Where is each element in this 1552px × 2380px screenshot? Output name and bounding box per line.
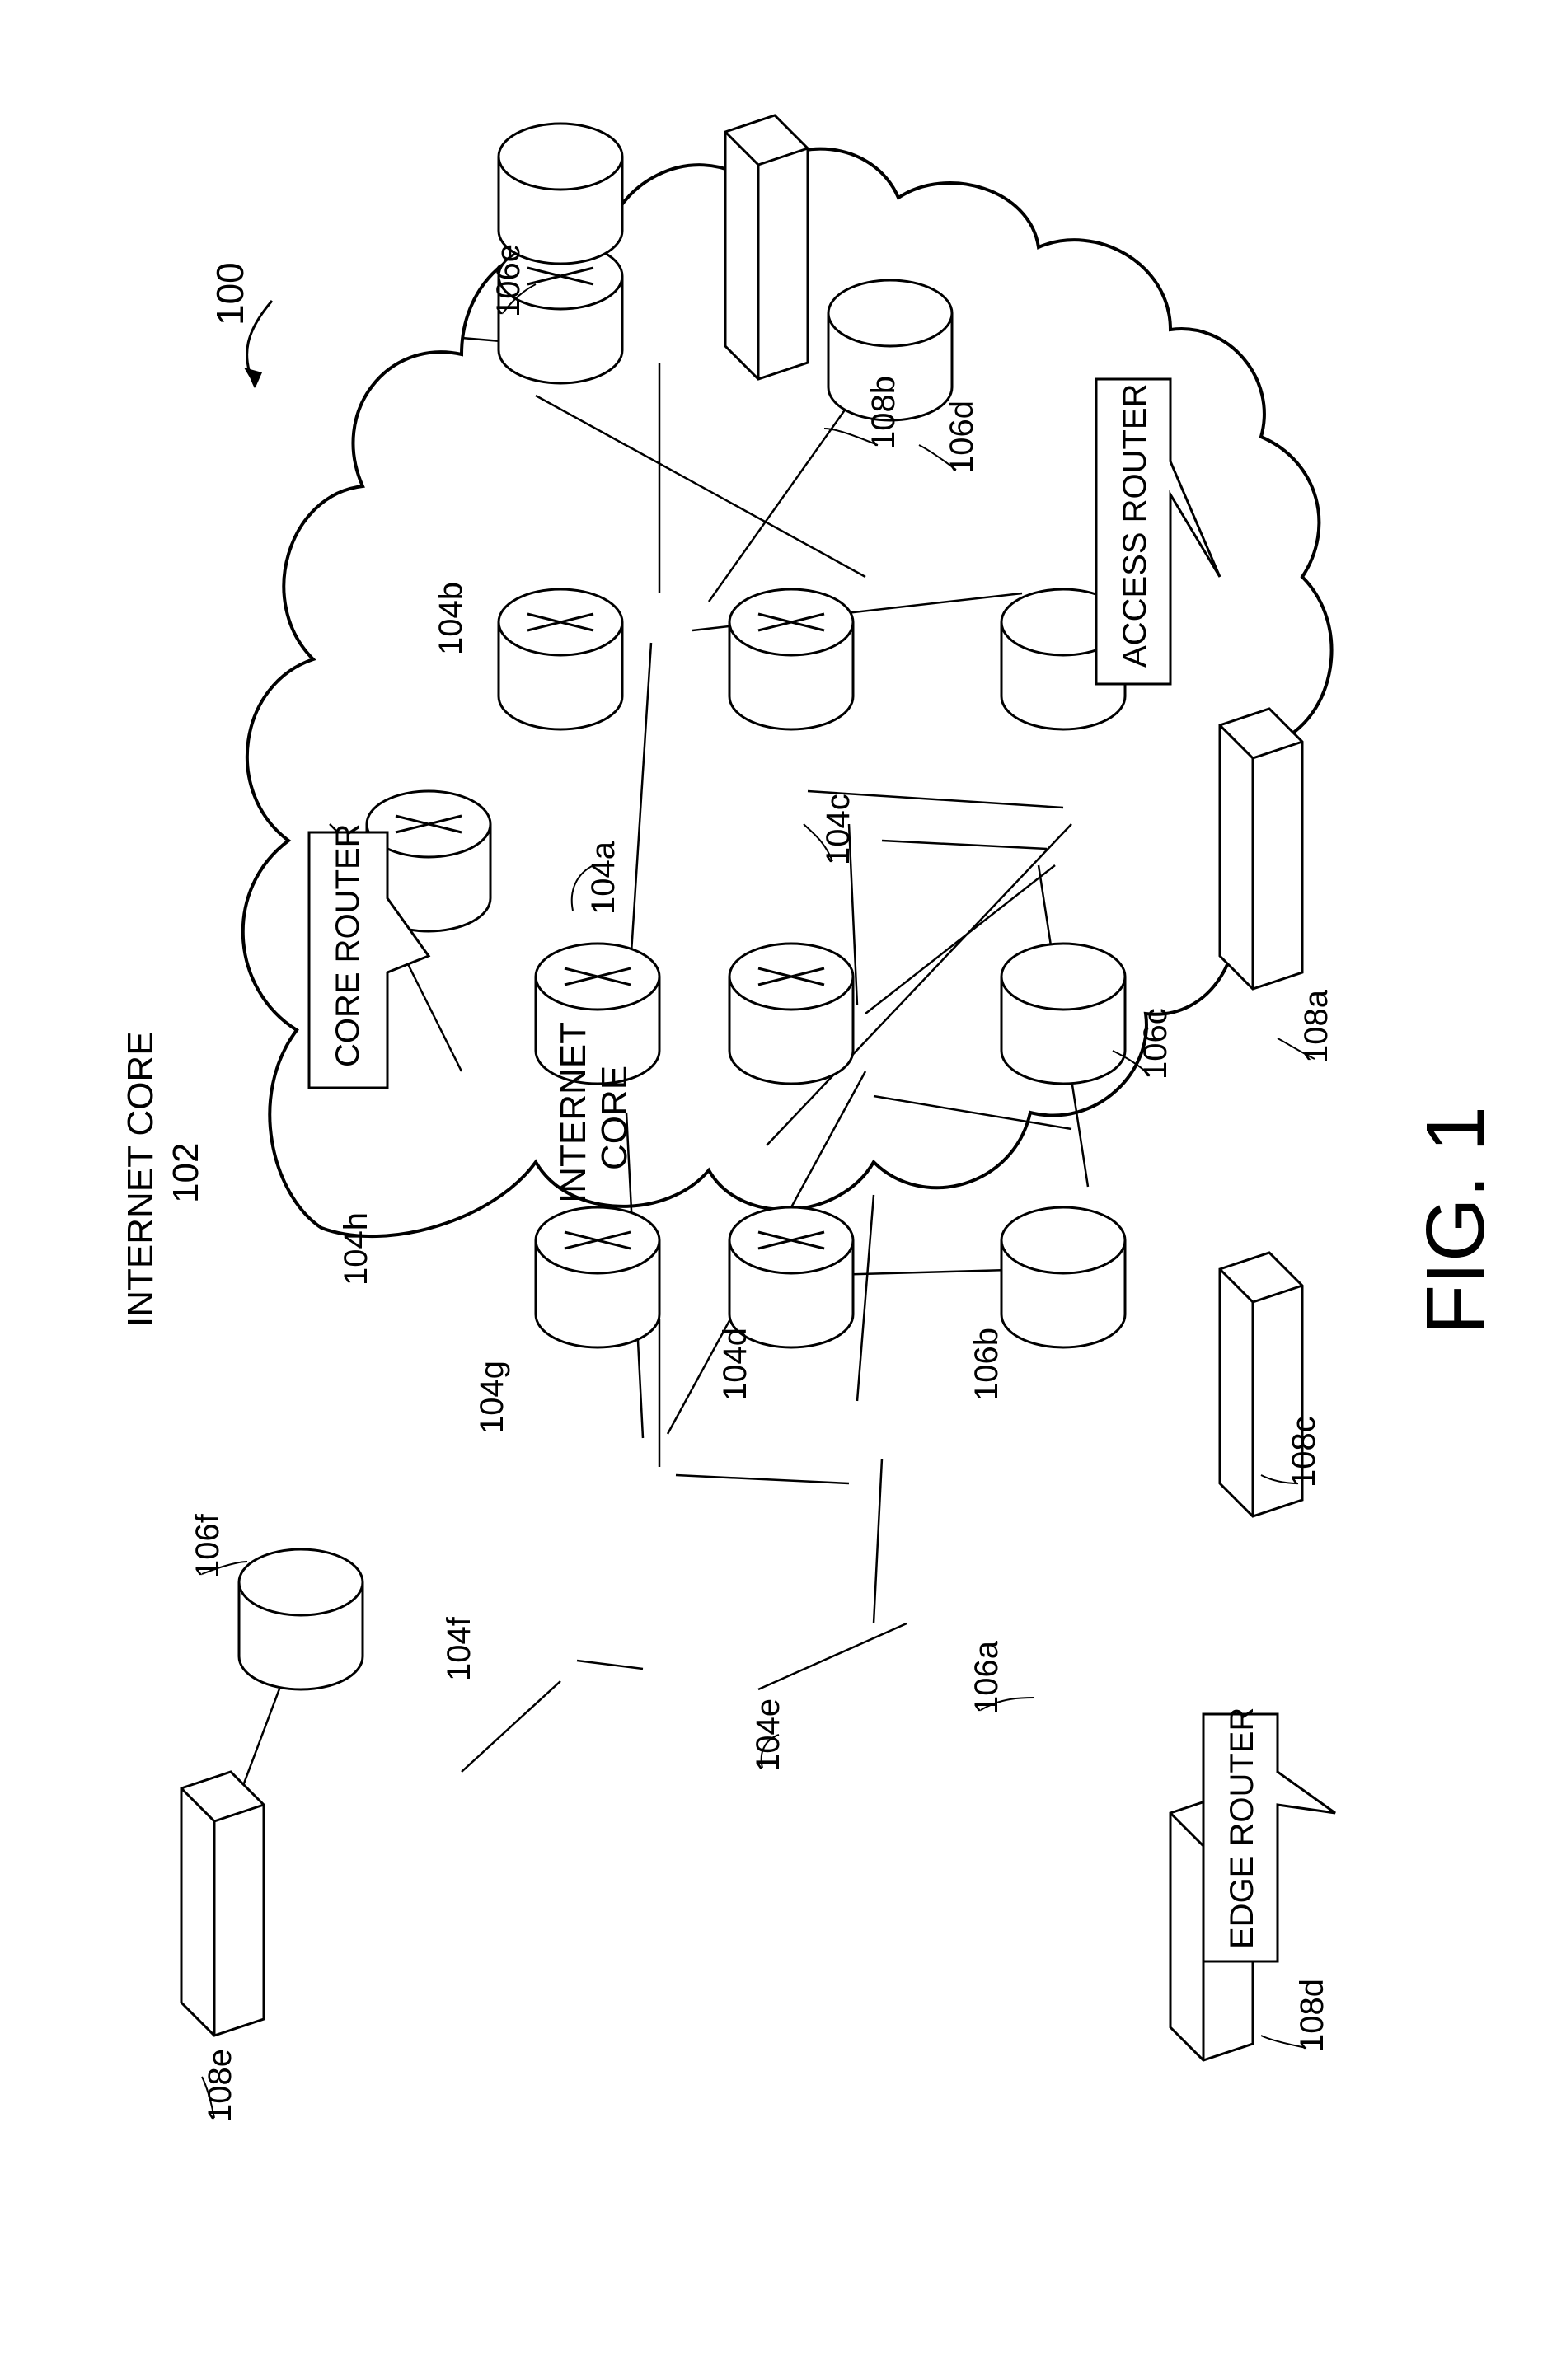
access-router-108e [181, 1772, 264, 2036]
label-108b: 108b [865, 376, 902, 449]
label-104b: 104b [433, 582, 469, 655]
edge-router-callout-box [1203, 1714, 1335, 1961]
inner-core-label-2: CORE [594, 1066, 635, 1170]
label-104a: 104a [585, 841, 621, 915]
access-router-108a [1220, 709, 1302, 989]
label-104f: 104f [441, 1616, 477, 1681]
core-router-104f [536, 1207, 659, 1347]
label-108c: 108c [1286, 1416, 1322, 1488]
edge-router-106b [1001, 944, 1125, 1084]
edge-router-106a [1001, 1207, 1125, 1347]
cloud-label: INTERNET CORE [120, 1031, 161, 1327]
access-router-callout-box [1096, 379, 1220, 684]
access-router-108b [725, 115, 808, 379]
core-router-104c [729, 589, 853, 729]
label-104h: 104h [338, 1212, 374, 1286]
access-router-callout-text: ACCESS ROUTER [1117, 384, 1153, 668]
edge-router-106f [239, 1549, 363, 1689]
label-104g: 104g [474, 1361, 510, 1434]
edge-router-106e [499, 124, 622, 264]
label-108a: 108a [1298, 989, 1334, 1063]
figure-reference: 100 [209, 262, 251, 326]
edge-router-callout-text: EDGE ROUTER [1224, 1708, 1260, 1949]
core-router-104d [729, 944, 853, 1084]
label-106d: 106d [944, 401, 980, 474]
cloud-ref: 102 [166, 1143, 206, 1203]
core-router-nodes [367, 243, 853, 1347]
label-108e: 108e [202, 2049, 238, 2122]
core-router-104a [499, 589, 622, 729]
inner-core-label-1: INTERNET [553, 1022, 593, 1203]
label-106b: 106b [968, 1328, 1005, 1401]
label-108d: 108d [1294, 1979, 1330, 2052]
label-104e: 104e [750, 1698, 786, 1772]
figure-caption: FIG. 1 [1409, 1106, 1502, 1335]
label-104d: 104d [717, 1328, 753, 1401]
core-router-callout-text: CORE ROUTER [330, 823, 366, 1067]
label-106f: 106f [190, 1513, 226, 1578]
label-104c: 104c [820, 794, 856, 865]
label-106a: 106a [968, 1640, 1005, 1714]
core-router-104e [729, 1207, 853, 1347]
